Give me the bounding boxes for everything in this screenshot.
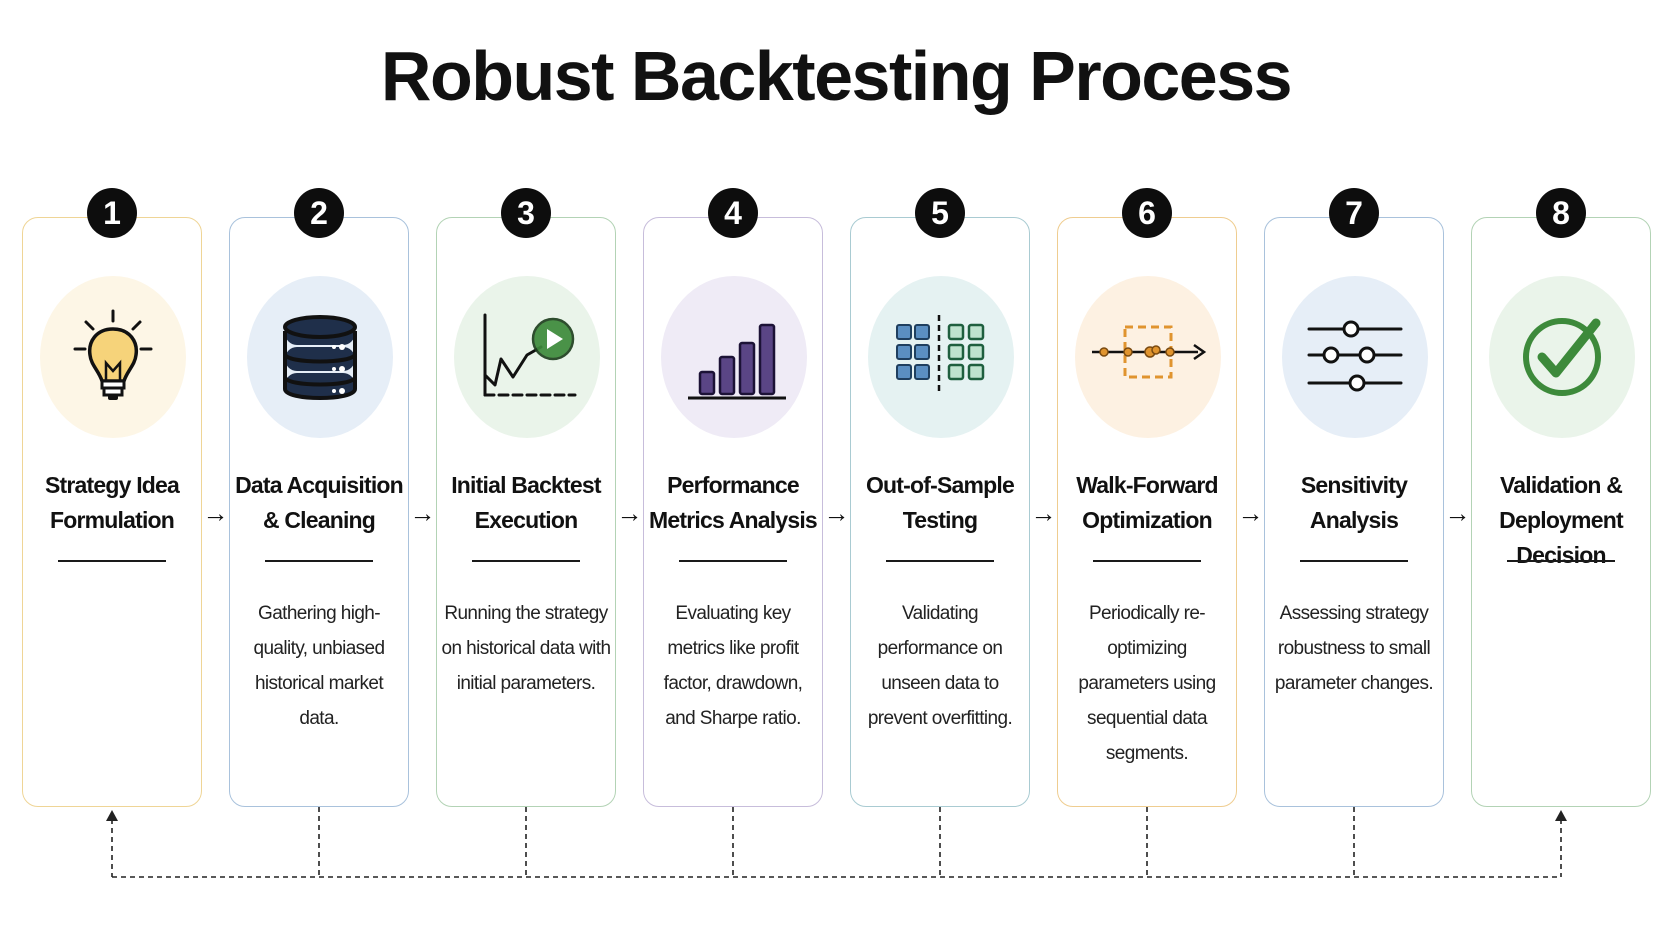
lightbulb-icon — [73, 309, 153, 400]
step-card-validation-deployment-decision: Validation & Deployment Decision — [1471, 217, 1651, 807]
step-icon-circle — [661, 276, 807, 438]
step-number-badge: 2 — [294, 188, 344, 238]
step-description: Periodically re-optimizing parameters us… — [1078, 603, 1216, 764]
database-icon — [283, 315, 357, 400]
checkmark-icon — [1523, 318, 1601, 396]
step-title: Walk-Forward Optimization — [1076, 472, 1218, 533]
step-divider — [1093, 560, 1201, 562]
flow-arrow-icon: → — [616, 498, 643, 528]
step-title: Sensitivity Analysis — [1300, 472, 1408, 533]
step-divider — [472, 560, 580, 562]
data-grid-icon — [896, 315, 985, 393]
step-divider — [1507, 560, 1615, 562]
step-description: Validating performance on unseen data to… — [867, 603, 1013, 729]
step-icon-circle — [247, 276, 393, 438]
step-title: Initial Backtest Execution — [451, 472, 601, 533]
step-description: Gathering high-quality, unbiased histori… — [253, 603, 386, 729]
sliders-icon — [1307, 320, 1403, 392]
step-title: Strategy Idea Formulation — [44, 472, 180, 533]
step-title: Validation & Deployment Decision — [1499, 472, 1623, 568]
step-number-badge: 4 — [708, 188, 758, 238]
flow-arrow-icon: → — [823, 498, 850, 528]
step-number-badge: 6 — [1122, 188, 1172, 238]
step-icon-circle — [1282, 276, 1428, 438]
step-number-badge: 5 — [915, 188, 965, 238]
flow-arrow-icon: → — [202, 498, 229, 528]
step-number-badge: 8 — [1536, 188, 1586, 238]
step-number-badge: 1 — [87, 188, 137, 238]
step-divider — [265, 560, 373, 562]
step-number-badge: 7 — [1329, 188, 1379, 238]
page-title: Robust Backtesting Process — [380, 37, 1293, 115]
step-icon-circle — [454, 276, 600, 438]
loop-arrowhead-icon — [106, 810, 118, 821]
step-number-badge: 3 — [501, 188, 551, 238]
flow-arrow-icon: → — [1030, 498, 1057, 528]
step-icon-circle — [1489, 276, 1635, 438]
flow-arrow-icon: → — [409, 498, 436, 528]
chart-play-icon — [483, 313, 577, 397]
step-divider — [58, 560, 166, 562]
step-icon-circle — [1075, 276, 1221, 438]
step-divider — [1300, 560, 1408, 562]
step-icon-circle — [868, 276, 1014, 438]
step-title: Performance Metrics Analysis — [649, 472, 818, 533]
flow-arrow-icon: → — [1444, 498, 1471, 528]
step-icon-circle — [40, 276, 186, 438]
step-description: Running the strategy on historical data … — [441, 603, 612, 694]
flow-arrow-icon: → — [1237, 498, 1264, 528]
step-divider — [886, 560, 994, 562]
bar-chart-icon — [688, 323, 786, 400]
step-card-strategy-idea-formulation: Strategy Idea Formulation — [22, 217, 202, 807]
step-description: Evaluating key metrics like profit facto… — [663, 603, 803, 729]
step-title: Out-of-Sample Testing — [865, 472, 1015, 533]
step-description: Assessing strategy robustness to small p… — [1274, 603, 1434, 694]
step-divider — [679, 560, 787, 562]
walk-forward-icon — [1092, 325, 1207, 379]
loop-arrowhead-icon — [1555, 810, 1567, 821]
step-title: Data Acquisition & Cleaning — [235, 472, 404, 533]
